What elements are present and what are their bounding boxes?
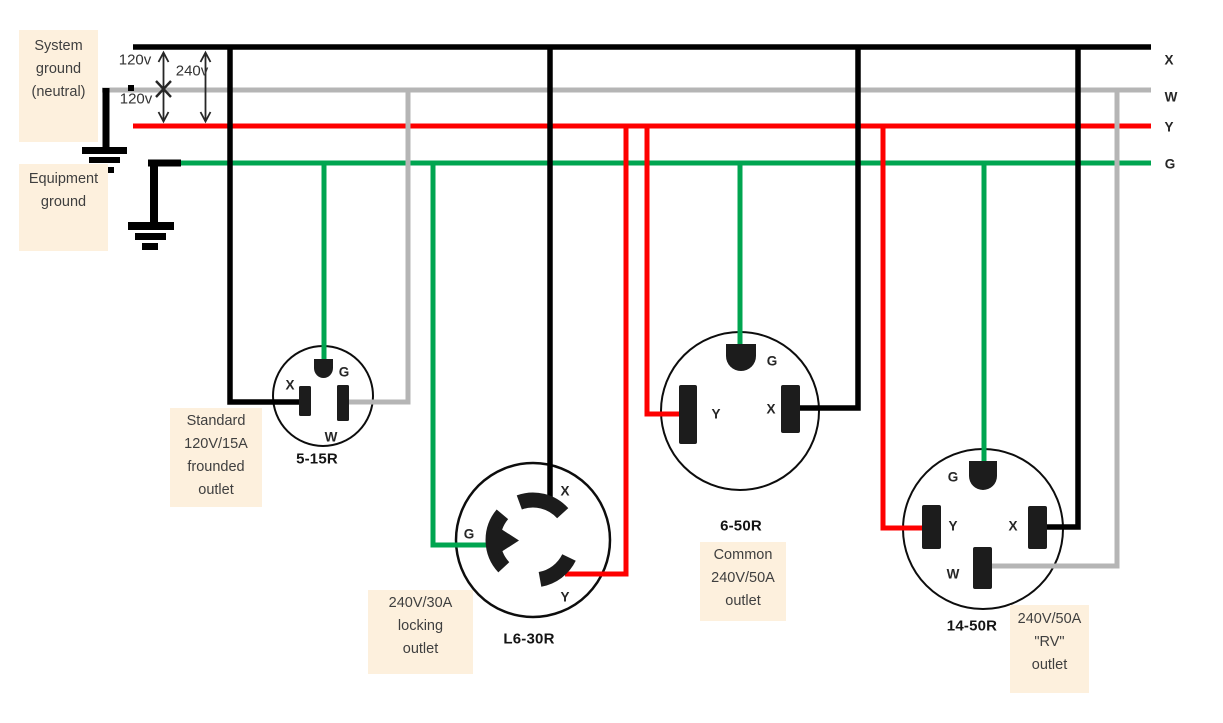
wire-x-to-5-15r (227, 47, 301, 405)
voltage-arrow-240v (199, 50, 212, 124)
pin-label-14-50r-y: Y (948, 518, 958, 534)
bus-label-x: X (1164, 52, 1174, 68)
note-line: 120V/15A (184, 436, 248, 452)
bus-label-w: W (1164, 89, 1178, 105)
outlet-l6-30r-g-slot (485, 509, 510, 573)
outlet-5-15r-hot-slot (299, 386, 311, 416)
pin-label-l6-30r-g: G (463, 526, 475, 542)
outlet-14-50r-ground-pin (969, 461, 997, 490)
wire-g-to-l6-30r (430, 163, 490, 548)
wire-y-to-6-50r (644, 126, 681, 417)
note-line: outlet (725, 593, 761, 609)
pin-label-6-50r-x: X (766, 401, 776, 417)
pin-label-l6-30r-y: Y (560, 589, 570, 605)
note-equipment-ground: Equipment ground (19, 164, 108, 251)
neutral-crossing-mark-icon (155, 80, 172, 98)
wire-w-to-5-15r (347, 90, 411, 405)
note-line: outlet (402, 641, 439, 657)
note-rv-outlet: 240V/50A "RV" outlet (1010, 605, 1089, 693)
note-line: ground (35, 61, 82, 77)
note-line: frounded (187, 459, 245, 475)
outlet-5-15r-neutral-slot (337, 385, 349, 421)
note-line: 240V/50A (711, 570, 775, 586)
voltage-arrow-120v (157, 50, 170, 124)
outlet-name-5-15r: 5-15R (296, 450, 338, 468)
pin-label-6-50r-g: G (766, 353, 778, 369)
voltage-label-120v-top: 120v (118, 51, 152, 69)
bus-label-g: G (1164, 156, 1176, 172)
outlet-6-50r-y-slot (679, 385, 697, 444)
note-line: outlet (1031, 657, 1068, 673)
outlet-14-50r-y-slot (922, 505, 941, 549)
outlet-14-50r-x-slot (1028, 506, 1047, 549)
note-standard-outlet: Standard 120V/15A frounded outlet (170, 408, 262, 507)
note-line: System (34, 38, 83, 54)
note-system-ground: System ground (neutral) (19, 30, 98, 142)
wire-x-to-14-50r (1046, 47, 1081, 530)
pin-label-5-15r-w: W (324, 429, 338, 445)
note-line: Equipment (28, 171, 99, 187)
pin-label-14-50r-w: W (946, 566, 960, 582)
wire-y-to-l6-30r (565, 126, 629, 577)
pin-label-5-15r-g: G (338, 364, 350, 380)
wire-w-to-14-50r (991, 90, 1120, 569)
note-line: (neutral) (31, 84, 86, 100)
note-common-outlet: Common 240V/50A outlet (700, 542, 786, 621)
note-line: 240V/50A (1017, 611, 1082, 627)
note-line: Common (713, 547, 773, 563)
note-line: 240V/30A (388, 595, 453, 611)
bus-label-y: Y (1164, 119, 1174, 135)
pin-label-l6-30r-x: X (560, 483, 570, 499)
outlet-name-14-50r: 14-50R (946, 617, 998, 635)
outlet-l6-30r-face (454, 461, 612, 619)
pin-label-14-50r-x: X (1008, 518, 1018, 534)
note-line: outlet (198, 482, 234, 498)
note-line: ground (40, 194, 87, 210)
pin-label-6-50r-y: Y (711, 406, 721, 422)
pin-label-14-50r-g: G (947, 469, 959, 485)
note-line: locking (397, 618, 444, 634)
note-line: Standard (186, 413, 246, 429)
outlet-5-15r-ground-pin (314, 359, 333, 378)
outlet-14-50r-w-slot (973, 547, 992, 589)
voltage-label-120v-bottom: 120v (119, 90, 153, 108)
outlet-name-6-50r: 6-50R (720, 517, 762, 535)
note-line: "RV" (1034, 634, 1065, 650)
w-line-tick (128, 85, 134, 91)
outlet-name-l6-30r: L6-30R (503, 630, 555, 648)
note-locking-outlet: 240V/30A locking outlet (368, 590, 473, 674)
pin-label-5-15r-x: X (285, 377, 295, 393)
wire-x-to-6-50r (799, 47, 861, 411)
voltage-label-240v: 240v (175, 62, 209, 80)
outlet-l6-30r-g-tab (498, 527, 519, 554)
wire-y-to-14-50r (880, 126, 924, 531)
outlet-l6-30r-y-slot (538, 553, 576, 587)
equipment-ground-earth-icon (128, 159, 181, 250)
outlet-6-50r-x-slot (781, 385, 800, 433)
outlet-l6-30r-x-slot (516, 492, 569, 519)
outlet-6-50r-ground-pin (726, 344, 756, 371)
